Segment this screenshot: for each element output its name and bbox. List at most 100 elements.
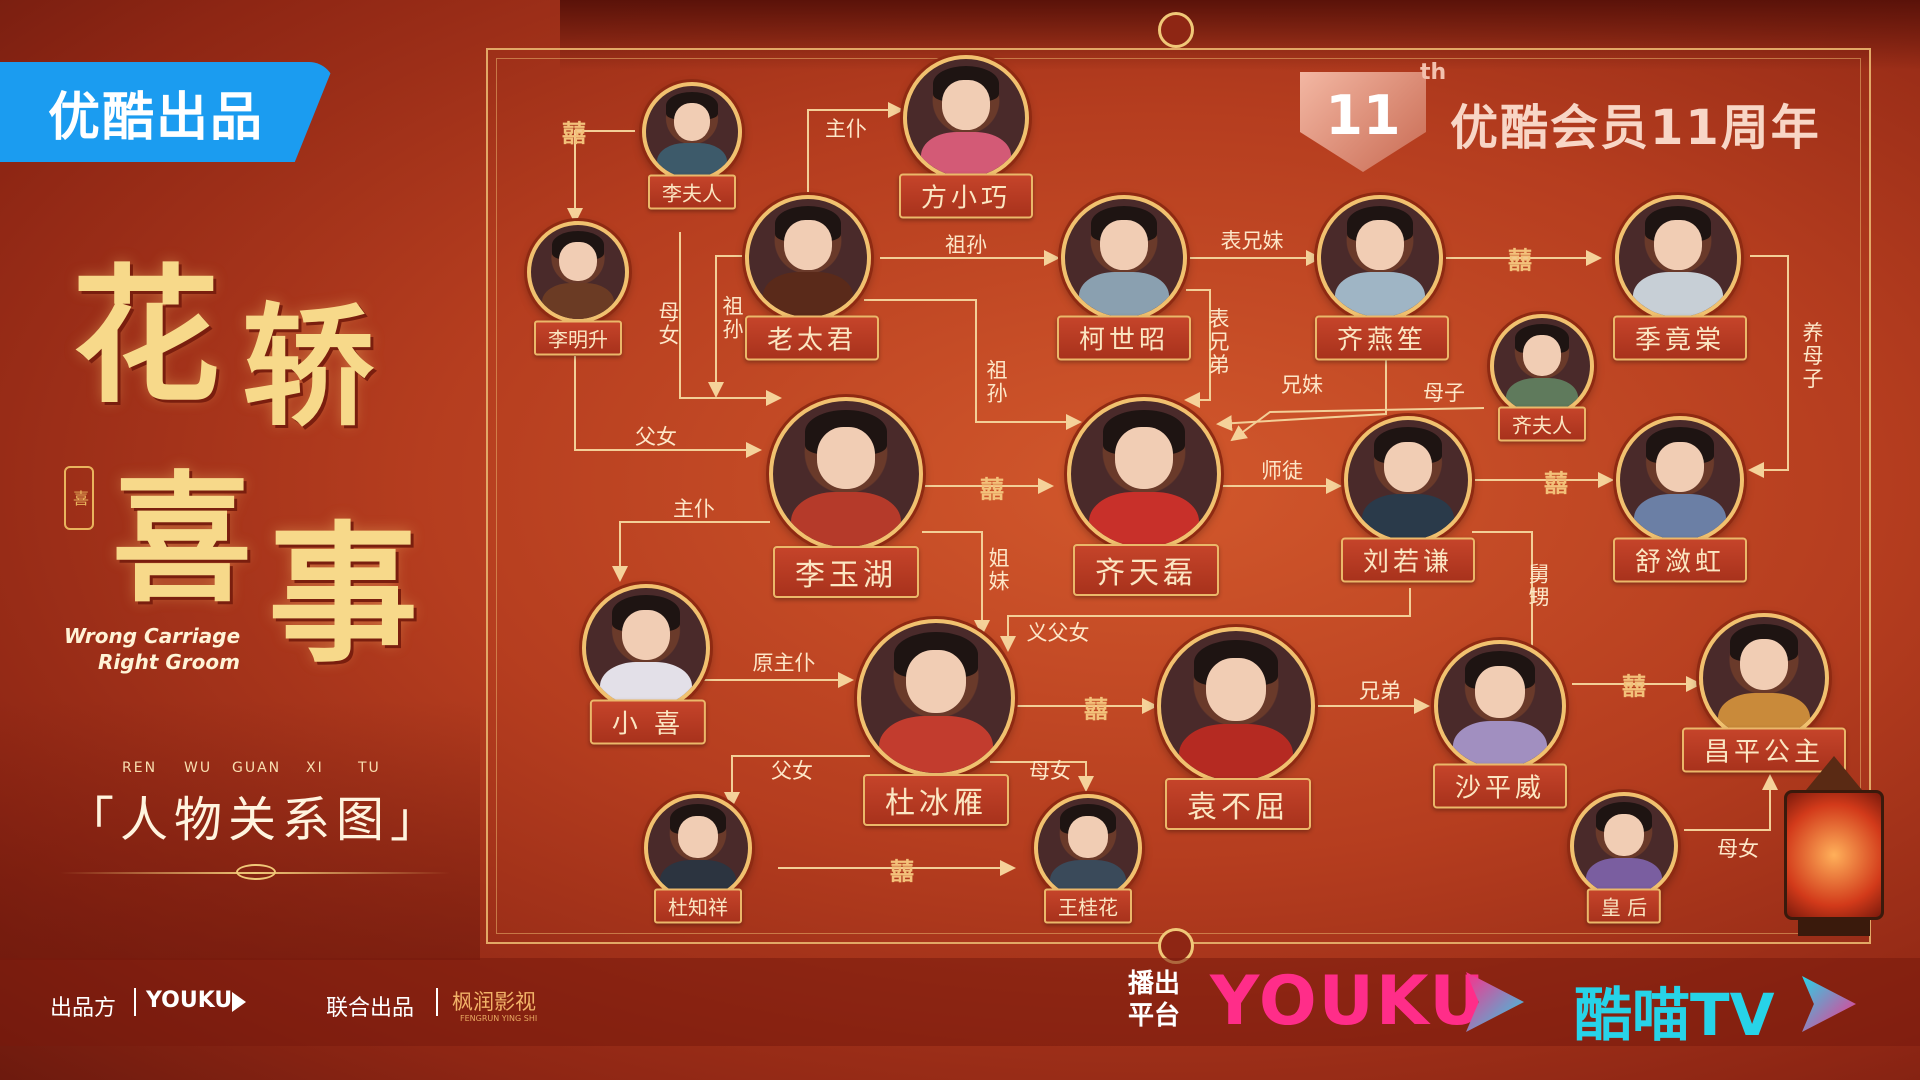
pinyin-tu: TU — [358, 760, 381, 776]
coproducer-divider — [436, 988, 438, 1016]
pinyin-guan: GUAN — [232, 760, 282, 776]
line-lifuren-limingsheng — [567, 130, 635, 224]
name-plate-li-yuhu: 李玉湖 — [773, 546, 919, 598]
portrait-ke-shizhao — [1061, 195, 1187, 321]
relation-label: 祖孙 — [984, 359, 1008, 405]
relation-label: 义父女 — [1026, 621, 1090, 645]
ornament-divider-center — [236, 864, 276, 880]
line-huanghou-changping — [1684, 774, 1778, 831]
title-char-hua: 花 — [72, 249, 220, 423]
relation-label: 表兄弟 — [1206, 307, 1230, 377]
line-jijingtang-shuyinghong — [1748, 255, 1789, 478]
pinyin-ren: REN — [122, 760, 158, 776]
title-seal: 喜 — [64, 466, 94, 530]
portrait-shu-yinghong — [1616, 416, 1744, 544]
name-plate-li-mingsheng: 李明升 — [534, 320, 622, 356]
line-laotaijun-qitianlei — [864, 299, 1082, 430]
name-plate-lao-taijun: 老太君 — [744, 315, 880, 361]
name-plate-changping-gongzhu: 昌平公主 — [1681, 727, 1847, 773]
anniversary-text: 优酷会员11周年 — [1450, 100, 1821, 156]
producer-divider — [134, 988, 136, 1016]
name-plate-qi-furen: 齐夫人 — [1498, 406, 1586, 442]
frame-top-ornament — [1158, 12, 1194, 48]
english-title-line1: Wrong Carriage — [64, 624, 241, 648]
anniversary-sup: th — [1420, 60, 1447, 85]
relation-label: 主仆 — [825, 117, 867, 141]
relation-label: 祖孙 — [720, 295, 744, 341]
name-plate-qi-tianlei: 齐天磊 — [1073, 544, 1219, 596]
title-char-jiao: 轿 — [242, 290, 374, 445]
producer-label: 出品方 — [50, 996, 117, 1021]
portrait-changping-gongzhu — [1699, 613, 1829, 743]
platform-label-line1: 播出 — [1128, 969, 1181, 999]
coproducer-pinyin: FENGRUN YING SHI — [460, 1014, 538, 1023]
portrait-qi-furen — [1490, 314, 1594, 418]
lantern-decoration — [1776, 756, 1892, 956]
line-dubingyan-wangguihua — [990, 761, 1094, 792]
english-title-line2: Right Groom — [98, 650, 240, 674]
portrait-sha-pingwei — [1434, 640, 1566, 772]
marriage-symbol: 囍 — [1622, 671, 1646, 701]
name-plate-liu-ruoqian: 刘若谦 — [1340, 537, 1476, 583]
portrait-yuan-buqu — [1157, 627, 1315, 785]
marriage-symbol: 囍 — [890, 856, 914, 886]
marriage-symbol: 囍 — [1508, 245, 1532, 275]
marriage-symbol: 囍 — [562, 118, 586, 148]
pinyin-xi: XI — [306, 760, 324, 776]
name-plate-qi-yansheng: 齐燕笙 — [1314, 315, 1450, 361]
portrait-li-yuhu — [769, 397, 923, 551]
line-liuruoqian-shapingwei — [1472, 531, 1540, 674]
name-plate-yuan-buqu: 袁不屈 — [1165, 778, 1311, 830]
relation-label: 母子 — [1423, 381, 1465, 405]
pinyin-row: REN WU GUAN XI TU — [120, 760, 420, 780]
title-char-xi: 喜 — [112, 458, 253, 622]
coproducer-label: 联合出品 — [326, 996, 415, 1021]
line-liyuhu-xiaoxi — [612, 521, 770, 582]
name-plate-ke-shizhao: 柯世昭 — [1056, 315, 1192, 361]
line-qifuren-qitianlei — [1230, 407, 1485, 442]
relation-label: 父女 — [635, 425, 677, 449]
line-liuruoqian-dubingyan — [1000, 588, 1411, 652]
portrait-du-bingyan — [857, 619, 1015, 777]
relation-label: 父女 — [771, 759, 813, 783]
relation-label: 养母子 — [1800, 321, 1824, 391]
marriage-symbol: 囍 — [1084, 694, 1108, 724]
portrait-xiao-xi — [582, 584, 710, 712]
portrait-qi-tianlei — [1067, 397, 1221, 551]
relation-label: 母女 — [1029, 759, 1071, 783]
portrait-du-zhixiang — [644, 794, 752, 902]
marriage-symbol: 囍 — [980, 474, 1004, 504]
name-plate-fang-xiaoqiao: 方小巧 — [898, 173, 1034, 219]
line-laotaijun-fangxiaoqiao — [807, 102, 904, 194]
name-plate-sha-pingwei: 沙平威 — [1432, 763, 1568, 809]
relation-label: 主仆 — [673, 497, 715, 521]
portrait-ji-jingtang — [1615, 195, 1741, 321]
coproducer-name: 枫润影视 — [452, 990, 536, 1014]
line-keshizhao-qitianlei — [1184, 289, 1211, 408]
relation-label: 母女 — [1717, 837, 1759, 861]
relation-label: 母女 — [656, 301, 680, 347]
name-plate-li-furen: 李夫人 — [648, 174, 736, 210]
relation-label: 师徒 — [1261, 459, 1303, 483]
line-laotaijun-liyuhu — [708, 255, 748, 398]
diagram-subtitle: 「人物关系图」 — [66, 792, 445, 848]
badge-text: 优酷出品 — [48, 87, 265, 148]
name-plate-wang-guihua: 王桂花 — [1044, 888, 1132, 924]
portrait-huanghou — [1570, 792, 1678, 900]
name-plate-shu-yinghong: 舒潋虹 — [1612, 537, 1748, 583]
portrait-liu-ruoqian — [1344, 416, 1472, 544]
name-plate-du-bingyan: 杜冰雁 — [863, 774, 1009, 826]
youku-production-badge: 优酷出品 — [0, 62, 335, 162]
portrait-li-furen — [642, 82, 742, 182]
relation-label: 姐妹 — [986, 547, 1010, 593]
marriage-symbol: 囍 — [1544, 468, 1568, 498]
youku-platform-logo: YOUKU — [1210, 962, 1487, 1041]
pinyin-wu: WU — [184, 760, 213, 776]
name-plate-ji-jingtang: 季竟棠 — [1612, 315, 1748, 361]
portrait-qi-yansheng — [1317, 195, 1443, 321]
kumiao-tv-logo: 酷喵TV — [1574, 981, 1775, 1049]
relation-label: 祖孙 — [945, 233, 987, 257]
name-plate-xiao-xi: 小 喜 — [589, 699, 707, 745]
line-lifuren-liyuhu — [679, 232, 782, 406]
